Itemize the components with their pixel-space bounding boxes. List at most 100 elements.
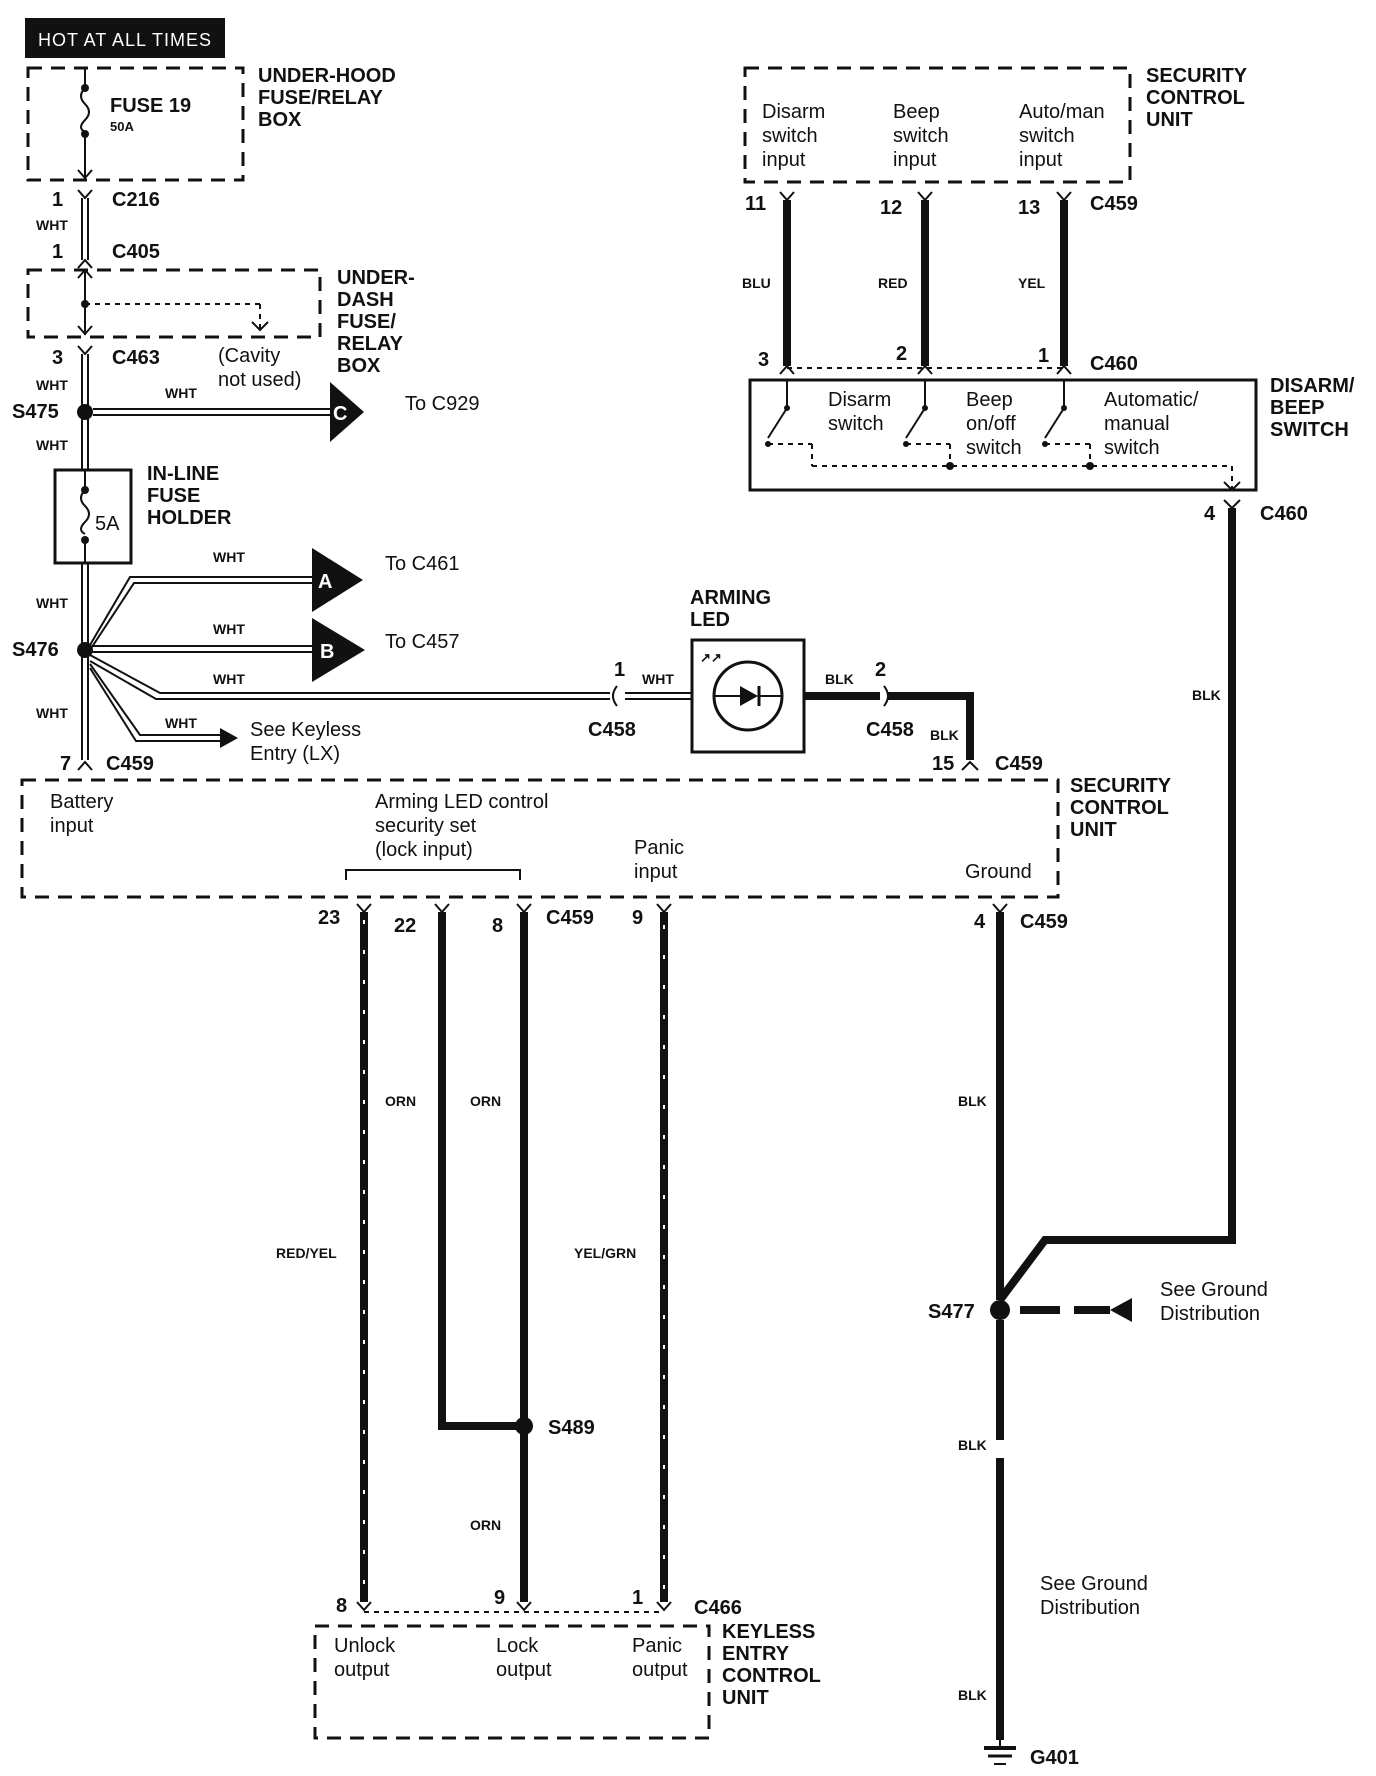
keyless-entry-control-unit <box>313 1624 711 1740</box>
scu-top-auto-2: switch <box>1019 125 1075 147</box>
wire-label-wht-10: WHT <box>36 705 68 721</box>
underdash-label-1: UNDER- <box>337 267 415 289</box>
switch-disarm-1: Disarm <box>828 389 891 411</box>
wire-label-blk-6: BLK <box>1192 687 1221 703</box>
pin-c459-22: 22 <box>394 915 416 937</box>
keyless-ref-1: See Keyless <box>250 719 361 741</box>
scu-arming-3: (lock input) <box>375 839 473 861</box>
offpage-c-letter: C <box>333 403 347 425</box>
underdash-label-3: FUSE/ <box>337 311 396 333</box>
offpage-c-arrow <box>330 382 364 442</box>
scu-top-label-2: CONTROL <box>1146 87 1245 109</box>
pin-c459-11: 11 <box>745 193 766 215</box>
scu-top-beep-2: switch <box>893 125 949 147</box>
pin-c463-3: 3 <box>52 347 63 369</box>
connector-c463: C463 <box>112 347 160 369</box>
keyless-unlock-2: output <box>334 1659 390 1681</box>
underhood-label-2: FUSE/RELAY <box>258 87 384 109</box>
pin-c459-7: 7 <box>60 753 71 775</box>
wire-label-wht-6: WHT <box>213 549 245 565</box>
cavity-note-2: not used) <box>218 369 301 391</box>
svg-text:↗↗: ↗↗ <box>700 650 722 665</box>
disarm-beep-switch <box>748 378 1258 492</box>
wire-label-wht-11: WHT <box>642 671 674 687</box>
wire-label-blu: BLU <box>742 275 771 291</box>
wire-label-orn-3: ORN <box>470 1517 501 1533</box>
scu-arming-1: Arming LED control <box>375 791 548 813</box>
ground-note-1a: See Ground <box>1160 1279 1268 1301</box>
pin-c460-3: 3 <box>758 349 769 371</box>
splice-s476: S476 <box>12 639 59 661</box>
underhood-label-1: UNDER-HOOD <box>258 65 396 87</box>
hot-label: HOT AT ALL TIMES <box>38 30 212 50</box>
keyless-panic-1: Panic <box>632 1635 682 1657</box>
offpage-c-text: To C929 <box>405 393 480 415</box>
disarm-switch-label-3: SWITCH <box>1270 419 1349 441</box>
wire-label-wht-3: WHT <box>165 385 197 401</box>
keyless-label-2: ENTRY <box>722 1643 790 1665</box>
disarm-switch-label-1: DISARM/ <box>1270 375 1355 397</box>
scu-top-label-3: UNIT <box>1146 109 1193 131</box>
inline-fuse-label-1: IN-LINE <box>147 463 219 485</box>
wire-label-wht-1: WHT <box>36 217 68 233</box>
underdash-label-5: BOX <box>337 355 381 377</box>
pin-c466-1: 1 <box>632 1587 643 1609</box>
keyless-ref-2: Entry (LX) <box>250 743 340 765</box>
switch-beep-2: on/off <box>966 413 1016 435</box>
ground-g401: G401 <box>1030 1747 1079 1769</box>
offpage-b-arrow <box>312 618 365 682</box>
connector-c459-a: C459 <box>106 753 154 775</box>
scu-top-beep-1: Beep <box>893 101 940 123</box>
ground-note-2b: Distribution <box>1040 1597 1140 1619</box>
keyless-unlock-1: Unlock <box>334 1635 396 1657</box>
wire-label-red: RED <box>878 275 908 291</box>
underhood-label-3: BOX <box>258 109 302 131</box>
wire-label-wht-5: WHT <box>36 595 68 611</box>
keyless-lock-2: output <box>496 1659 552 1681</box>
wire-label-yelgrn: YEL/GRN <box>574 1245 636 1261</box>
security-control-unit-main <box>20 778 1060 899</box>
pin-c460-4: 4 <box>1204 503 1216 525</box>
underdash-label-2: DASH <box>337 289 394 311</box>
pin-c458-2: 2 <box>875 659 886 681</box>
pin-c459-8: 8 <box>492 915 503 937</box>
pin-c466-8: 8 <box>336 1595 347 1617</box>
offpage-b-text: To C457 <box>385 631 460 653</box>
wire-label-redyel: RED/YEL <box>276 1245 337 1261</box>
offpage-a-arrow <box>312 548 363 612</box>
inline-fuse-label-2: FUSE <box>147 485 200 507</box>
scu-battery-1: Battery <box>50 791 113 813</box>
connector-c460-a: C460 <box>1090 353 1138 375</box>
inline-fuse-label-3: HOLDER <box>147 507 232 529</box>
scu-main-label-2: CONTROL <box>1070 797 1169 819</box>
cavity-note-1: (Cavity <box>218 345 280 367</box>
wire-label-wht-9: WHT <box>165 715 197 731</box>
switch-contacts <box>765 380 1241 492</box>
switch-auto-2: manual <box>1104 413 1170 435</box>
scu-panic-2: input <box>634 861 678 883</box>
keyless-label-1: KEYLESS <box>722 1621 815 1643</box>
offpage-a-text: To C461 <box>385 553 460 575</box>
connector-c460-b: C460 <box>1260 503 1308 525</box>
underdash-label-4: RELAY <box>337 333 404 355</box>
offpage-a-letter: A <box>318 571 332 593</box>
scu-battery-2: input <box>50 815 94 837</box>
scu-top-disarm-1: Disarm <box>762 101 825 123</box>
security-control-unit-top <box>743 66 1132 184</box>
arming-led-label-2: LED <box>690 609 730 631</box>
keyless-panic-2: output <box>632 1659 688 1681</box>
scu-top-auto-1: Auto/man <box>1019 101 1105 123</box>
connector-c216: C216 <box>112 189 160 211</box>
keyless-label-3: CONTROL <box>722 1665 821 1687</box>
keyless-lock-1: Lock <box>496 1635 539 1657</box>
underhood-fuse-box <box>26 66 245 182</box>
scu-panic-1: Panic <box>634 837 684 859</box>
wire-label-blk-2: BLK <box>930 727 959 743</box>
pin-c459-23: 23 <box>318 907 340 929</box>
wire-label-orn-2: ORN <box>470 1093 501 1109</box>
pin-c459-13: 13 <box>1018 197 1040 219</box>
wire-label-wht-2: WHT <box>36 377 68 393</box>
splice-s489: S489 <box>548 1417 595 1439</box>
inline-fuse-rating: 5A <box>95 513 120 535</box>
